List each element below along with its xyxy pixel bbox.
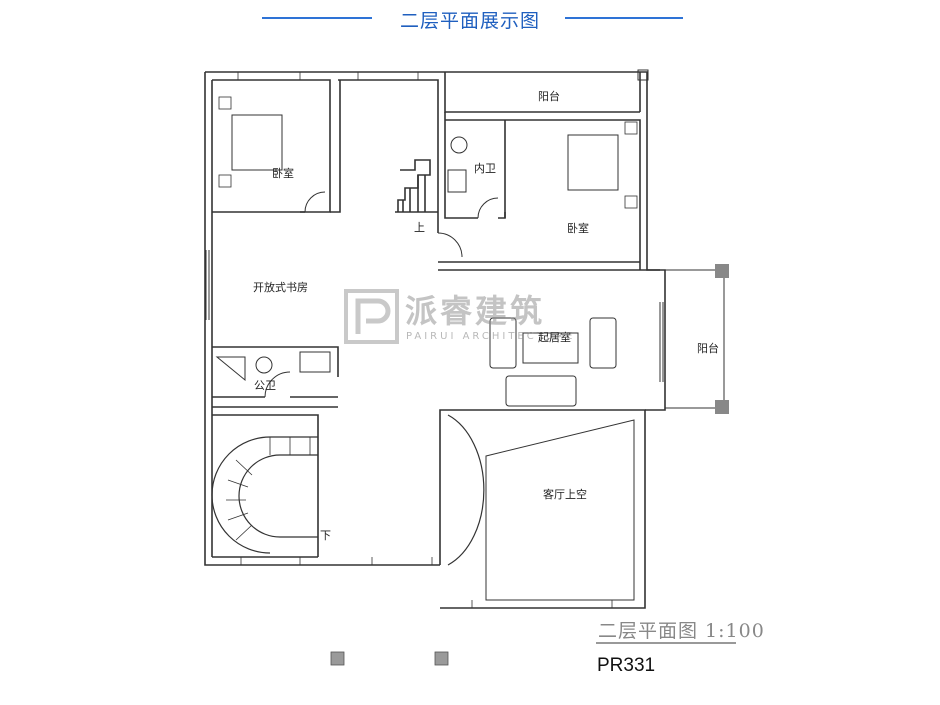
bed-left (231, 114, 283, 171)
marker-left (330, 651, 345, 666)
balcony-right-outline (665, 269, 725, 409)
room-label-balcony-top: 阳台 (538, 90, 560, 103)
header-line-left (262, 17, 372, 19)
room-label-balcony-right: 阳台 (697, 342, 719, 355)
room-label-inner-bath: 内卫 (474, 162, 496, 175)
header-line-right (565, 17, 683, 19)
plan-scale-caption: 二层平面图 1:100 (598, 620, 765, 642)
room-label-living: 起居室 (538, 331, 571, 344)
stair-down-label: 下 (320, 529, 331, 542)
bed-right (567, 134, 619, 191)
room-label-bedroom-right: 卧室 (567, 222, 589, 235)
watermark-text: 派睿建筑 (405, 292, 546, 330)
spiral-stair (211, 436, 318, 554)
sofa (505, 375, 577, 407)
stair-up-label: 上 (414, 221, 425, 234)
marker-right (434, 651, 449, 666)
room-label-bedroom-left: 卧室 (272, 167, 294, 180)
watermark-subtext: PAIRUI ARCHITECTURE (406, 331, 576, 342)
room-label-public-bath: 公卫 (254, 379, 276, 392)
page-title: 二层平面展示图 (399, 10, 540, 32)
outer-wall (205, 71, 666, 411)
plan-code: PR331 (597, 655, 656, 676)
hall-void-outline (439, 409, 646, 609)
room-label-hall-void: 客厅上空 (543, 488, 587, 501)
room-label-open-study: 开放式书房 (253, 281, 308, 294)
